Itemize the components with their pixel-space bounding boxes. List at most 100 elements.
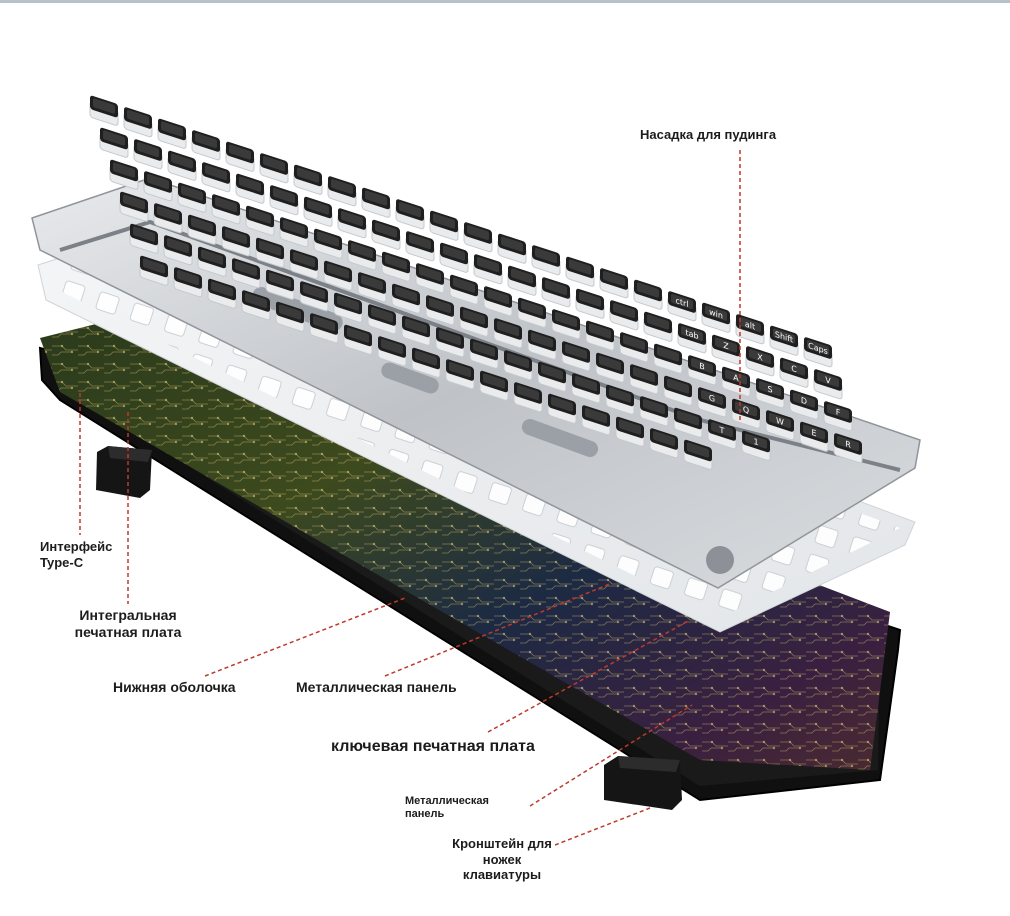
keycap: S — [755, 378, 785, 409]
label-type-c-line2: Type-C — [40, 554, 84, 570]
keycap — [167, 150, 197, 181]
keycap — [89, 95, 119, 126]
keycap — [493, 318, 523, 349]
keycap — [547, 393, 577, 424]
keycap — [683, 439, 713, 470]
keycap — [541, 277, 571, 308]
keycap-legend: 1 — [753, 436, 758, 447]
label-integral-pcb-line1: Интегральная — [79, 607, 177, 623]
keycap — [293, 164, 323, 195]
keycap-legend: alt — [745, 319, 756, 332]
keycap — [157, 118, 187, 149]
keycap — [143, 171, 173, 202]
keycap — [225, 141, 255, 172]
keycap — [333, 292, 363, 323]
keycap: E — [799, 421, 829, 452]
keycap: Z — [711, 334, 741, 365]
keycap — [599, 268, 629, 299]
keycap — [133, 139, 163, 170]
keycap — [565, 256, 595, 287]
label-metal-panel-small-line1: Металлическая — [405, 795, 489, 807]
keycap: C — [779, 357, 809, 388]
keycap — [163, 235, 193, 266]
keycap — [361, 187, 391, 218]
keycap-legend: win — [709, 307, 723, 321]
keycap — [129, 223, 159, 254]
keycap: R — [833, 433, 863, 464]
keycap — [615, 416, 645, 447]
keycap — [395, 199, 425, 230]
top-border — [0, 0, 1010, 3]
keycap — [231, 258, 261, 289]
keycap — [439, 242, 469, 273]
keycap — [585, 320, 615, 351]
keycap — [629, 364, 659, 395]
keycap-legend: A — [733, 372, 739, 384]
keycap — [245, 205, 275, 236]
keycap: W — [765, 410, 795, 441]
keycap-legend: ctrl — [675, 295, 688, 309]
keycap — [435, 327, 465, 358]
leader-bracket — [554, 807, 651, 846]
keycap — [173, 267, 203, 298]
keycap-legend: T — [719, 424, 726, 436]
keycap — [459, 306, 489, 337]
keycap: tab — [677, 323, 707, 354]
keycap — [313, 228, 343, 259]
keycap — [357, 272, 387, 303]
keycap — [639, 396, 669, 427]
keycap — [449, 274, 479, 305]
label-metal-panel-small: Металлическая панель — [405, 795, 489, 821]
keycap-legend: D — [801, 395, 807, 407]
keycap — [241, 290, 271, 321]
label-type-c-line1: Интерфейс — [40, 539, 113, 554]
keycap-legend: G — [709, 392, 715, 404]
keycap: Q — [731, 398, 761, 429]
integral-pcb — [40, 318, 890, 770]
keycap — [517, 297, 547, 328]
leader-lines — [79, 150, 741, 846]
keycap — [327, 176, 357, 207]
keycap — [405, 231, 435, 262]
keycap — [207, 278, 237, 309]
keycap-legend: tab — [685, 327, 698, 341]
keycap — [201, 162, 231, 193]
keycap — [343, 324, 373, 355]
keycap — [123, 107, 153, 138]
keycap — [527, 329, 557, 360]
keycap: Shift — [769, 325, 799, 356]
label-pudding-keycap: Насадка для пудинга — [640, 127, 777, 142]
label-foot-bracket-line2: ножек — [482, 851, 522, 867]
keycap — [415, 263, 445, 294]
label-foot-bracket: Кронштейн для ножек клавиатуры — [437, 836, 567, 883]
keycap — [275, 301, 305, 332]
keycap — [473, 254, 503, 285]
keycap: alt — [735, 314, 765, 345]
keycap — [551, 309, 581, 340]
keycap — [139, 255, 169, 286]
keycap — [649, 428, 679, 459]
keycap — [197, 246, 227, 277]
keycap: G — [697, 387, 727, 418]
label-metal-panel-small-line2: панель — [405, 808, 445, 821]
keycap — [299, 281, 329, 312]
keycap — [221, 226, 251, 257]
keycap — [109, 159, 139, 190]
keycap: ctrl — [667, 291, 697, 322]
keycap-legend: W — [776, 415, 784, 427]
keycap — [99, 127, 129, 158]
keycap-legend: B — [699, 360, 705, 372]
keycap-legend: C — [791, 363, 797, 375]
keycap — [371, 219, 401, 250]
keycap-legend: E — [811, 427, 816, 438]
keycap — [445, 359, 475, 390]
keycap — [279, 217, 309, 248]
keycap — [673, 407, 703, 438]
label-bottom-shell: Нижняя оболочка — [113, 679, 236, 695]
keycap — [367, 304, 397, 335]
foot-bracket-right — [604, 756, 682, 810]
keycap — [605, 384, 635, 415]
keycap — [479, 370, 509, 401]
